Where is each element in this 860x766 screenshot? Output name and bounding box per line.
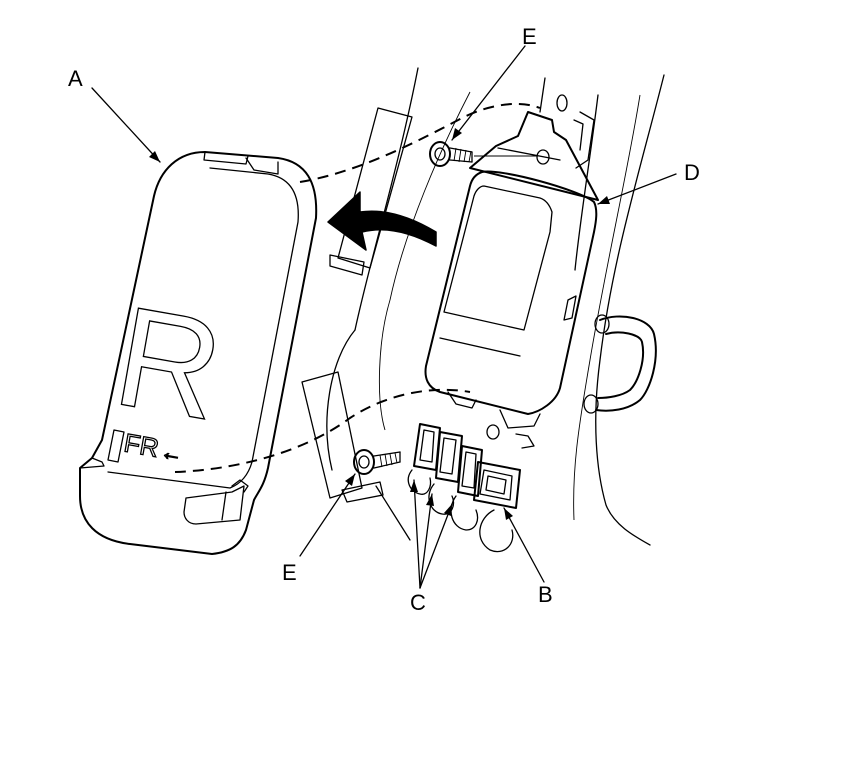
cover-fr-marking: FR bbox=[122, 427, 161, 463]
control-unit-module bbox=[424, 111, 599, 449]
callout-e-top: E bbox=[522, 24, 537, 49]
callout-a: A bbox=[68, 66, 83, 91]
cover-embossed-r: R bbox=[105, 276, 234, 450]
alignment-dashed-lines bbox=[174, 102, 541, 473]
removal-direction-arrow bbox=[327, 191, 437, 251]
upper-bracket bbox=[329, 107, 413, 276]
wire-connector-b bbox=[473, 461, 521, 553]
cover-fr-arrow: ← bbox=[159, 439, 185, 467]
bolt-top bbox=[429, 141, 540, 167]
callout-d: D bbox=[684, 160, 700, 185]
callout-c: C bbox=[410, 590, 426, 615]
body-panel-lines bbox=[326, 67, 665, 546]
cover-panel: R FR ← bbox=[79, 151, 318, 555]
lower-bracket bbox=[301, 371, 384, 503]
leader-lines bbox=[91, 45, 677, 589]
wire-connectors-c bbox=[407, 423, 483, 531]
grab-handle bbox=[583, 314, 657, 414]
callout-e-bottom: E bbox=[282, 560, 297, 585]
callout-b: B bbox=[538, 582, 553, 607]
bolt-bottom bbox=[353, 449, 401, 475]
